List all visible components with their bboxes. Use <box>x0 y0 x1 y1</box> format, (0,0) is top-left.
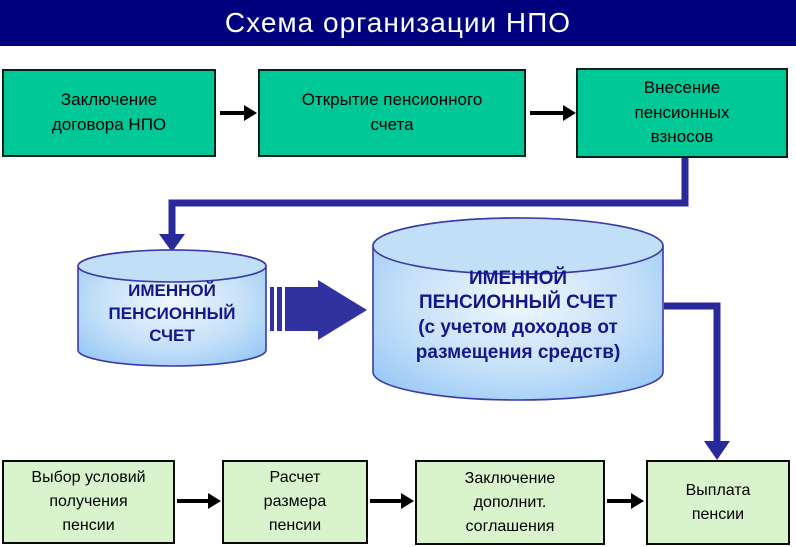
box-pension-conditions-choice: Выбор условий получения пенсии <box>2 460 175 544</box>
title-bar: Схема организации НПО <box>0 0 796 46</box>
box-pension-contributions: Внесение пенсионных взносов <box>576 68 788 158</box>
arrow-contract-to-account <box>220 105 257 121</box>
cylinder-large-title: ИМЕННОЙ ПЕНСИОННЫЙ СЧЕТ <box>418 267 618 314</box>
box-additional-agreement: Заключение дополнит. соглашения <box>415 460 605 545</box>
box-contract-conclusion: Заключение договора НПО <box>2 69 216 157</box>
box-pension-size-calculation: Расчет размера пенсии <box>222 460 368 544</box>
arrow-contributions-to-account-cylinder <box>159 158 689 252</box>
arrow-account-to-contributions <box>530 105 576 121</box>
box-pension-payment: Выплата пенсии <box>646 460 790 545</box>
cylinder-large-subtitle: (с учетом доходов от размещения средств) <box>415 317 621 363</box>
arrow-agreement-to-payment <box>607 493 644 509</box>
arrow-conditions-to-calculation <box>177 493 221 509</box>
arrow-cylinder-to-payment <box>664 302 730 460</box>
label-personal-pension-account-with-income: ИМЕННОЙ ПЕНСИОННЫЙ СЧЕТ (с учетом доходо… <box>385 255 651 377</box>
label-personal-pension-account: ИМЕННОЙ ПЕНСИОННЫЙ СЧЕТ <box>108 280 236 346</box>
page-title: Схема организации НПО <box>224 7 572 38</box>
striped-right-arrow <box>270 280 367 340</box>
box-open-pension-account: Открытие пенсионного счета <box>258 69 526 157</box>
arrow-calculation-to-agreement <box>370 493 414 509</box>
